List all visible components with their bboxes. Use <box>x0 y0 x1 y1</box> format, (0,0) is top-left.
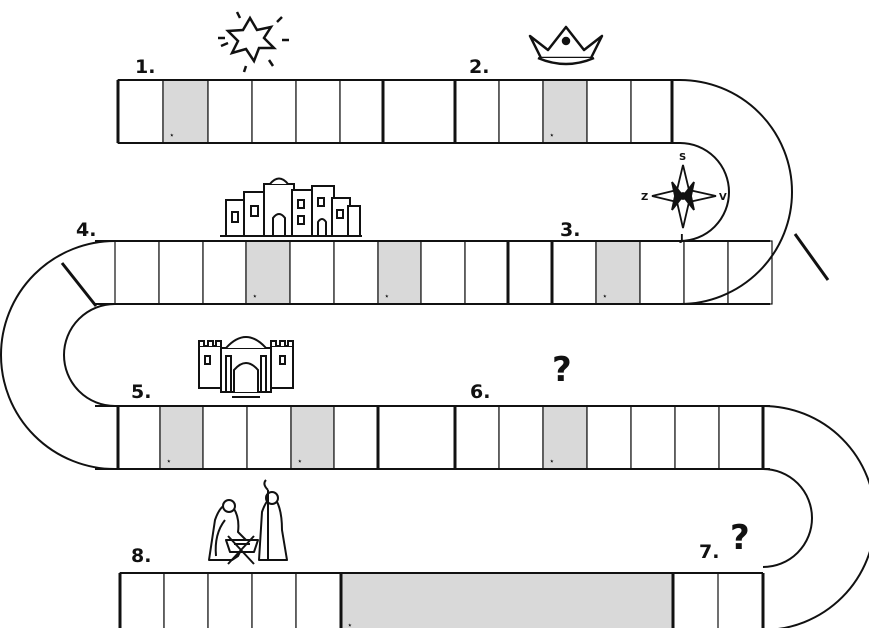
stage-number-8: 8. <box>131 545 151 567</box>
board-cell <box>673 573 718 628</box>
board-cell <box>383 80 455 143</box>
temple-icon <box>199 337 293 397</box>
compass-south-label: J <box>679 233 684 244</box>
stage-number-6: 6. <box>470 381 490 403</box>
stage-number-1: 1. <box>135 56 155 78</box>
cell-star-mark: ⋆ <box>602 292 608 302</box>
cell-star-mark: ⋆ <box>549 457 555 467</box>
board-cell <box>675 406 719 469</box>
board-cell <box>252 80 296 143</box>
board-cell <box>587 406 631 469</box>
board-cell <box>640 241 684 304</box>
board-cell <box>208 573 252 628</box>
board-cell <box>378 406 455 469</box>
crown-icon <box>530 27 602 64</box>
board-cell <box>631 80 672 143</box>
board-cell <box>252 573 296 628</box>
board-cell <box>296 573 341 628</box>
board-cell <box>340 80 383 143</box>
board-cell <box>499 80 543 143</box>
board-cell <box>120 573 164 628</box>
board-cell <box>499 406 543 469</box>
cell-star-mark: ⋆ <box>384 292 390 302</box>
compass-icon <box>652 165 716 228</box>
cell-star-mark: ⋆ <box>169 131 175 141</box>
board-cell <box>631 406 675 469</box>
board-cell <box>296 80 340 143</box>
stage-number-2: 2. <box>469 56 489 78</box>
board-cell <box>164 573 208 628</box>
board-cell <box>684 241 728 304</box>
board-cell <box>115 241 159 304</box>
board-cell <box>118 80 163 143</box>
board-cell <box>118 406 160 469</box>
board-cell <box>203 406 247 469</box>
cell-star-mark: ⋆ <box>297 457 303 467</box>
board-cell <box>247 406 291 469</box>
cell-star-mark: ⋆ <box>549 131 555 141</box>
board-cell <box>508 241 552 304</box>
nativity-icon <box>209 480 287 564</box>
star-icon <box>218 12 289 72</box>
cell-star-mark: ⋆ <box>166 457 172 467</box>
stage-number-7: 7. <box>699 541 719 563</box>
stage-number-3: 3. <box>560 219 580 241</box>
cell-star-mark: ⋆ <box>347 621 353 628</box>
board-cell <box>587 80 631 143</box>
compass-west-label: Z <box>641 192 648 203</box>
board-cell <box>719 406 763 469</box>
stage-number-4: 4. <box>76 219 96 241</box>
city-icon <box>220 179 362 237</box>
board-cell <box>334 241 378 304</box>
board-cell <box>465 241 508 304</box>
board-cell <box>455 406 499 469</box>
cell-star-mark: ⋆ <box>252 292 258 302</box>
board-cell <box>159 241 203 304</box>
board-cell <box>208 80 252 143</box>
stage-number-5: 5. <box>131 381 151 403</box>
compass-north-label: S <box>679 152 686 163</box>
question-icon-stage-7: ? <box>730 518 750 558</box>
board-cell <box>455 80 499 143</box>
board-cell-highlighted <box>341 573 673 628</box>
board-cell <box>290 241 334 304</box>
board-cell <box>552 241 596 304</box>
board-cell <box>334 406 378 469</box>
board-cell <box>728 241 772 304</box>
board-cell <box>203 241 246 304</box>
compass-east-label: V <box>719 192 727 203</box>
question-icon-stage-6: ? <box>552 350 572 390</box>
board-cell <box>421 241 465 304</box>
